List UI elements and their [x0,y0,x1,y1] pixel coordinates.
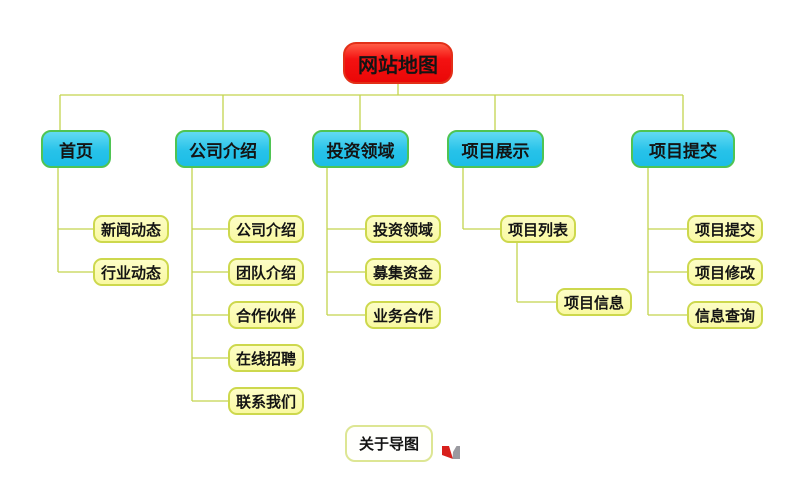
about-map-button[interactable]: 关于导图 [345,425,433,462]
branch-node-project-submission[interactable]: 项目提交 [631,130,735,168]
brand-logo-icon[interactable] [441,444,461,460]
home-branch-connector [57,168,93,273]
leaf-node-investment-areas[interactable]: 投资领域 [365,215,441,243]
root-node-sitemap[interactable]: 网站地图 [343,42,453,84]
leaf-node-project-list[interactable]: 项目列表 [500,215,576,243]
trunk-connector [59,84,684,130]
leaf-node-online-recruitment[interactable]: 在线招聘 [228,344,304,372]
leaf-node-contact-us[interactable]: 联系我们 [228,387,304,415]
leaf-node-info-query[interactable]: 信息查询 [687,301,763,329]
leaf-node-project-submit[interactable]: 项目提交 [687,215,763,243]
leaf-node-project-info[interactable]: 项目信息 [556,288,632,316]
brand-logo-gray-shape [452,446,460,459]
branch-node-home[interactable]: 首页 [41,130,111,168]
leaf-node-news-updates[interactable]: 新闻动态 [93,215,169,243]
investment-branch-connector [326,168,365,316]
branch-node-company-intro[interactable]: 公司介绍 [175,130,271,168]
submission-branch-connector [647,168,687,316]
brand-logo-red-shape [442,446,453,459]
leaf-node-industry-updates[interactable]: 行业动态 [93,258,169,286]
leaf-node-fundraising[interactable]: 募集资金 [365,258,441,286]
leaf-node-partners[interactable]: 合作伙伴 [228,301,304,329]
leaf-node-team-intro[interactable]: 团队介绍 [228,258,304,286]
branch-node-investment-areas[interactable]: 投资领域 [312,130,409,168]
showcase-branch-connector [462,168,556,303]
leaf-node-project-modify[interactable]: 项目修改 [687,258,763,286]
leaf-node-business-cooperation[interactable]: 业务合作 [365,301,441,329]
leaf-node-company-intro[interactable]: 公司介绍 [228,215,304,243]
company-branch-connector [191,168,228,402]
branch-node-project-showcase[interactable]: 项目展示 [447,130,544,168]
